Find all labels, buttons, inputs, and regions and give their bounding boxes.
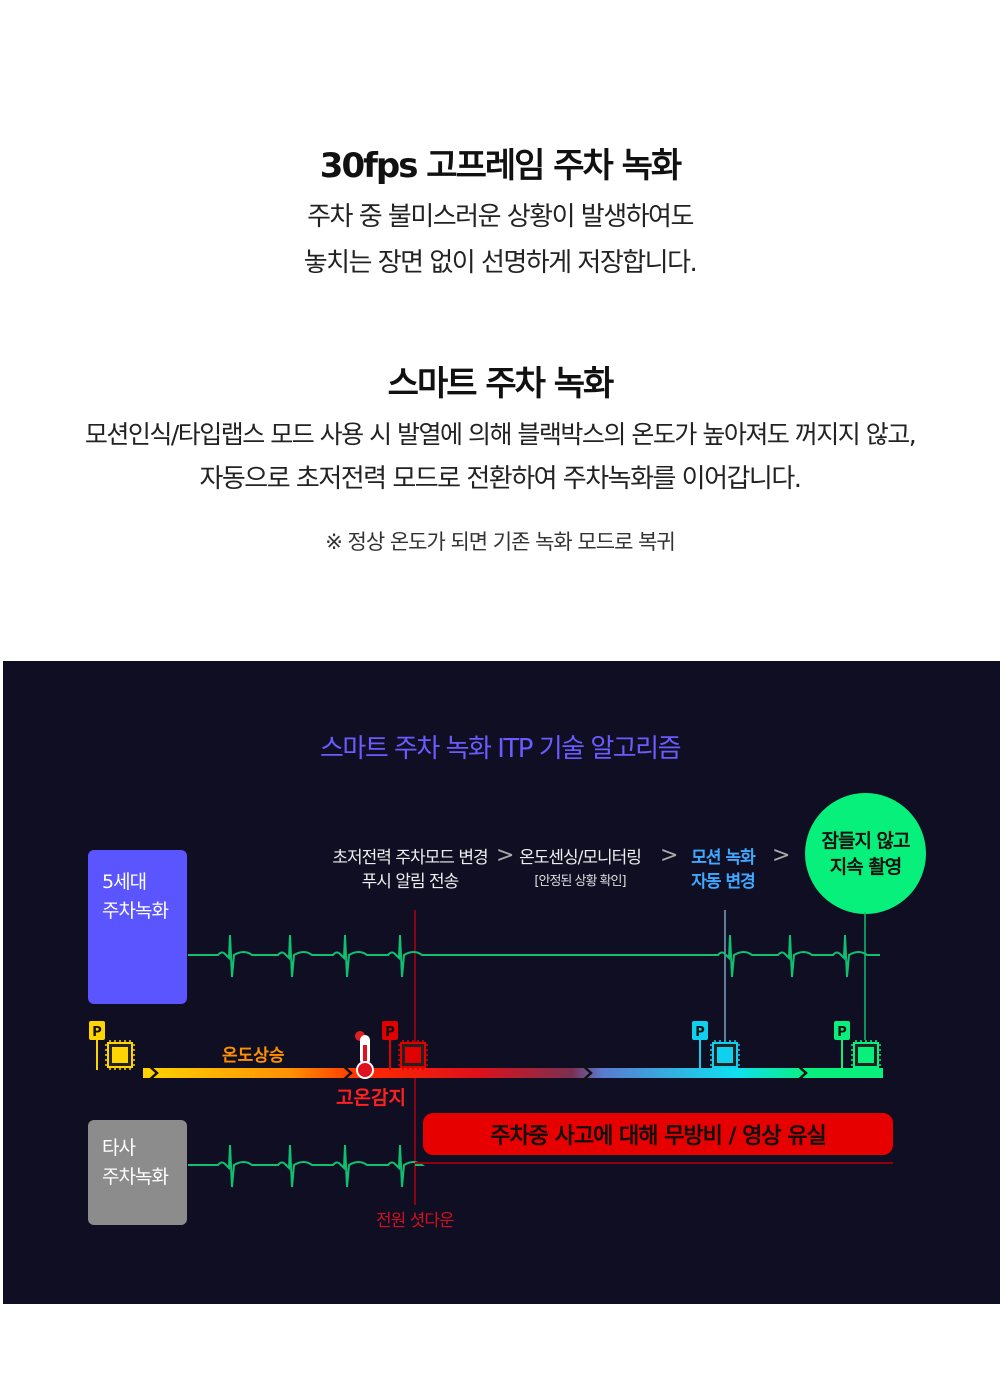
chevron-right-icon: > xyxy=(660,843,679,868)
section-title-smart: 스마트 주차 녹화 xyxy=(387,364,615,404)
badge-line: 지속 촬영 xyxy=(829,855,903,878)
step-temp-sensing: 온도센싱/모니터링 [안정된 상황 확인] xyxy=(510,846,650,894)
timeline-bar xyxy=(143,1068,883,1078)
step-low-power: 초저전력 주차모드 변경 푸시 알림 전송 xyxy=(325,846,495,894)
box-line: 주차녹화 xyxy=(102,900,169,922)
step-label: 모션 녹화 xyxy=(691,848,755,868)
svg-text:P: P xyxy=(385,1025,395,1040)
svg-text:P: P xyxy=(92,1025,102,1040)
box-line: 타사 xyxy=(102,1137,136,1159)
svg-text:P: P xyxy=(837,1025,847,1040)
step-motion: 모션 녹화 자동 변경 xyxy=(675,846,771,894)
chip-icon xyxy=(398,1040,428,1070)
section-desc-line: 자동으로 초저전력 모드로 전환하여 주차녹화를 이어갑니다. xyxy=(199,464,802,494)
step-sublabel: 자동 변경 xyxy=(691,872,755,892)
chip-icon xyxy=(105,1040,135,1070)
box-line: 주차녹화 xyxy=(102,1166,169,1188)
step-label: 초저전력 주차모드 변경 xyxy=(332,848,488,868)
shutdown-label: 전원 셧다운 xyxy=(376,1211,455,1231)
chevron-right-icon: > xyxy=(496,843,515,868)
box-line: 5세대 xyxy=(102,871,147,893)
svg-text:P: P xyxy=(695,1025,705,1040)
step-label: 온도센싱/모니터링 xyxy=(519,848,642,868)
high-temp-label: 고온감지 xyxy=(336,1087,406,1109)
chevron-right-icon: > xyxy=(772,843,791,868)
temp-rise-label: 온도상승 xyxy=(222,1046,285,1066)
parking-sign-icon: P xyxy=(692,1021,708,1070)
section-desc-line: 모션인식/타입랩스 모드 사용 시 발열에 의해 블랙박스의 온도가 높아져도 … xyxy=(84,420,917,449)
chevron-icon xyxy=(339,1062,353,1084)
thermometer-icon xyxy=(355,1031,374,1079)
other-heartbeat-line xyxy=(188,1144,426,1188)
chip-icon xyxy=(710,1040,740,1070)
section-desc-line: 놓치는 장면 없이 선명하게 저장합니다. xyxy=(303,248,698,278)
parking-sign-icon: P xyxy=(382,1021,398,1070)
parking-sign-icon: P xyxy=(834,1021,850,1070)
gen5-heartbeat-line xyxy=(188,934,880,978)
section-desc-line: 주차 중 불미스러운 상황이 발생하여도 xyxy=(307,202,694,232)
timeline-chevrons xyxy=(145,1062,808,1084)
chevron-icon xyxy=(794,1062,808,1084)
chevron-icon xyxy=(145,1062,159,1084)
data-loss-banner: 주차중 사고에 대해 무방비 / 영상 유실 xyxy=(423,1113,893,1155)
section-title-30fps: 30fps 고프레임 주차 녹화 xyxy=(319,146,682,186)
chevron-icon xyxy=(579,1062,593,1084)
step-sublabel: [안정된 상황 확인] xyxy=(534,874,626,889)
badge-line: 잠들지 않고 xyxy=(821,829,910,852)
parking-sign-icon: P xyxy=(89,1021,105,1070)
step-sublabel: 푸시 알림 전송 xyxy=(361,872,460,892)
diagram-title: 스마트 주차 녹화 ITP 기술 알고리즘 xyxy=(319,734,682,764)
section-note: ※ 정상 온도가 되면 기존 녹화 모드로 복귀 xyxy=(325,530,675,554)
chip-icon xyxy=(851,1040,881,1070)
